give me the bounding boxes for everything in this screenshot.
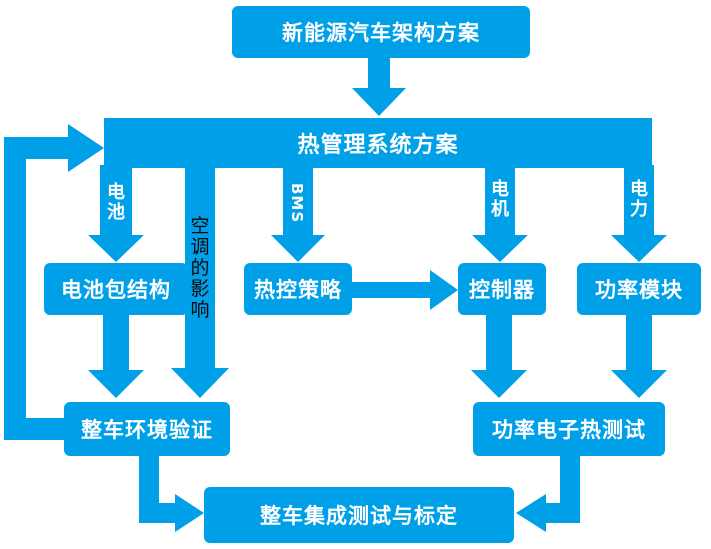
- branch-ac-shaft: [185, 165, 215, 370]
- branch-bms-head: [271, 235, 325, 262]
- battery-pack-box: 电池包结构: [44, 263, 188, 315]
- arrow-pack-shaft: [103, 314, 129, 372]
- controller-label: 控制器: [469, 278, 535, 302]
- branch-power-head: [611, 235, 667, 262]
- arrow-pt-head: [516, 494, 546, 532]
- controller-box: 控制器: [458, 263, 546, 315]
- label-bms: BMS: [288, 183, 306, 223]
- label-ac-impact-text: 空调的影响: [190, 215, 210, 321]
- arrow-ctrl-head: [471, 370, 527, 398]
- power-module-box: 功率模块: [577, 263, 701, 315]
- arrow-strategy-shaft: [350, 282, 432, 298]
- thermal-label: 热管理系统方案: [297, 133, 459, 158]
- loop-vertical: [4, 137, 26, 440]
- label-power-text: 电力: [630, 179, 648, 220]
- power-module-label: 功率模块: [595, 278, 683, 302]
- battery-pack-label: 电池包结构: [61, 278, 171, 302]
- label-bms-text: BMS: [288, 183, 306, 224]
- label-battery-text: 电池: [107, 182, 125, 223]
- branch-motor-head: [472, 235, 528, 262]
- architecture-box: 新能源汽车架构方案: [232, 6, 530, 58]
- vehicle-env-box: 整车环境验证: [64, 402, 230, 456]
- label-motor: 电机: [488, 180, 512, 220]
- label-ac-impact: 空调的影响: [188, 216, 212, 321]
- label-battery: 电池: [104, 183, 128, 223]
- label-motor-text: 电机: [491, 179, 509, 220]
- loop-head: [68, 124, 104, 172]
- power-thermal-box: 功率电子热测试: [473, 402, 665, 456]
- label-power: 电力: [627, 180, 651, 220]
- branch-motor-shaft: [485, 165, 515, 237]
- arrow-pm-head: [611, 370, 667, 398]
- branch-ac-head: [171, 368, 229, 398]
- arrow-env-head: [175, 494, 204, 532]
- integration-label: 整车集成测试与标定: [260, 504, 458, 528]
- branch-power-shaft: [624, 165, 654, 237]
- thermal-strategy-box: 热控策略: [244, 263, 352, 315]
- arrow-pack-head: [88, 370, 144, 398]
- vehicle-env-label: 整车环境验证: [81, 418, 213, 442]
- integration-box: 整车集成测试与标定: [204, 487, 514, 543]
- power-thermal-label: 功率电子热测试: [492, 418, 646, 442]
- arrow-env-shaft-h: [139, 503, 177, 523]
- arrow-strategy-head: [430, 270, 458, 310]
- loop-top: [4, 137, 72, 159]
- arrow-ctrl-shaft: [486, 314, 512, 372]
- architecture-label: 新能源汽车架构方案: [282, 21, 480, 45]
- branch-battery-shaft: [100, 165, 132, 237]
- branch-bms-shaft: [283, 165, 313, 237]
- arrow-pm-shaft: [626, 314, 652, 372]
- thermal-bar: 热管理系统方案: [104, 118, 652, 168]
- thermal-strategy-label: 热控策略: [254, 278, 342, 302]
- arrow-pt-shaft-h: [544, 503, 580, 523]
- arrow-top-head: [352, 88, 406, 116]
- arrow-top-shaft: [368, 56, 390, 90]
- branch-battery-head: [88, 235, 144, 262]
